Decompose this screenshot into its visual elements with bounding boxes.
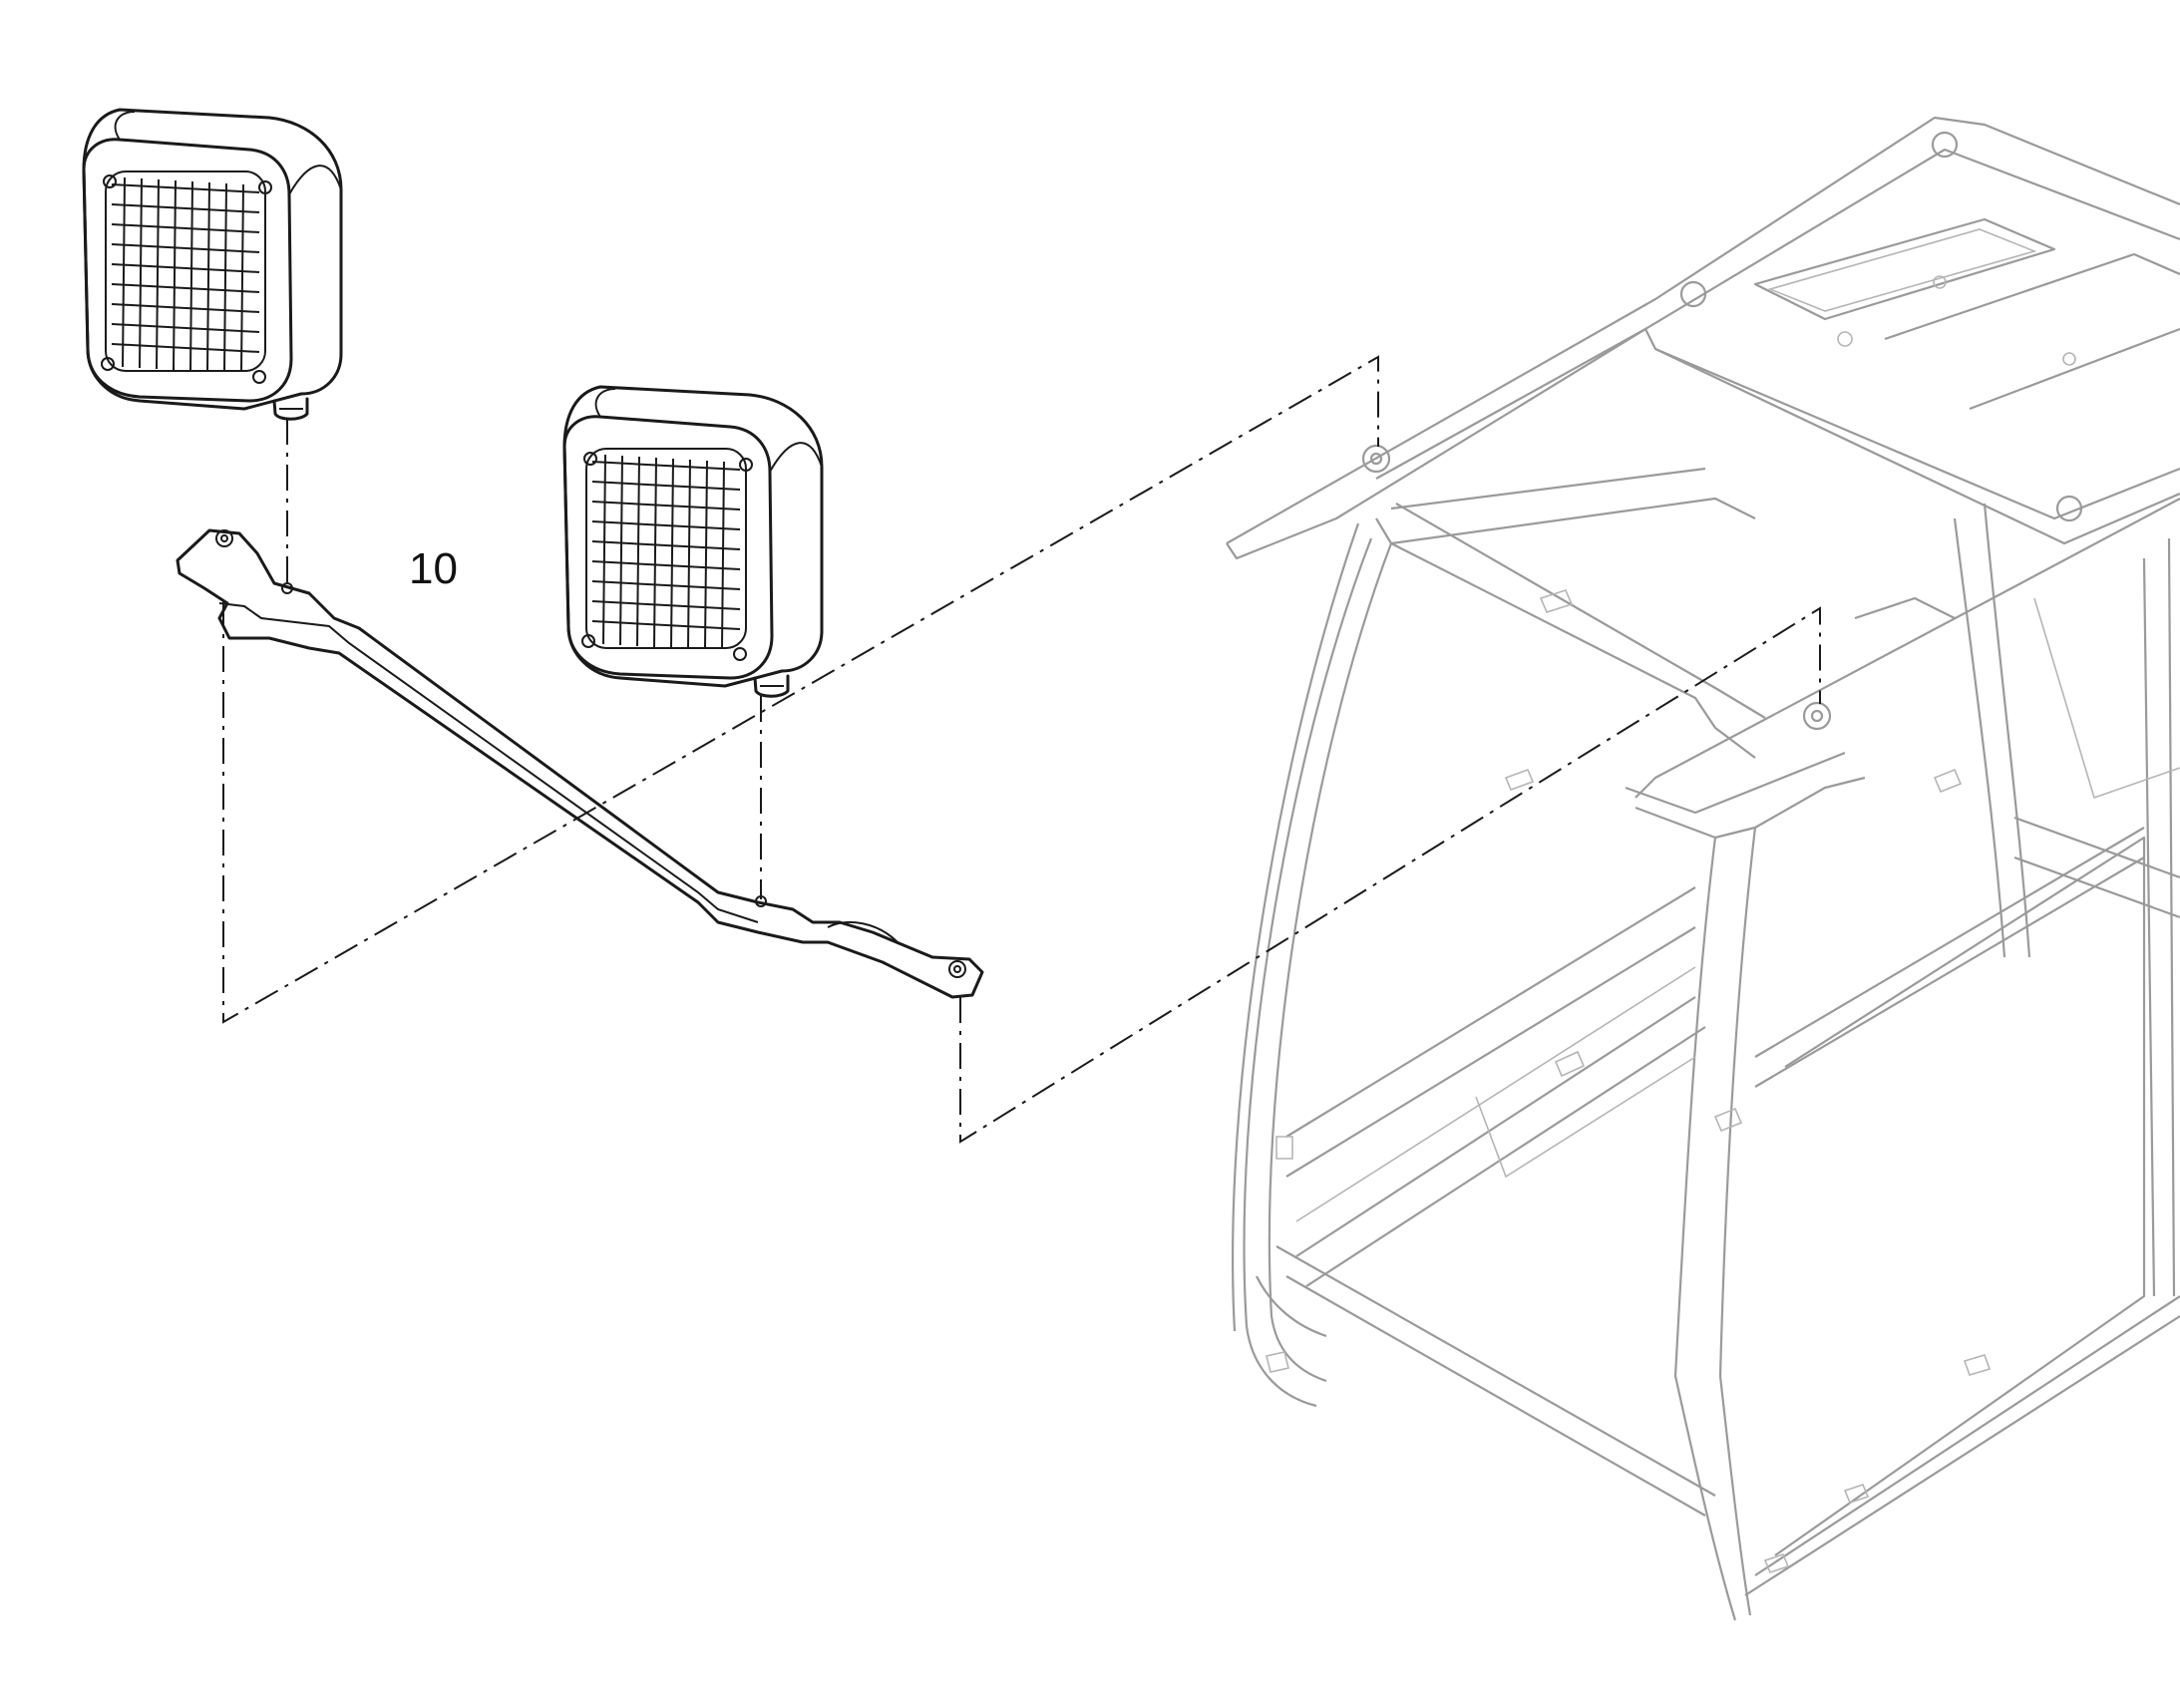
operator-cab <box>1226 116 2180 1621</box>
lamp-grille <box>591 454 741 649</box>
work-lamp-right <box>562 385 824 698</box>
lamp-grille <box>111 176 260 372</box>
lamp-mounting-bracket <box>176 528 984 999</box>
assembly-lines <box>222 355 1821 1144</box>
callout-label: 10 <box>409 544 458 593</box>
work-lamp-left <box>82 108 343 421</box>
